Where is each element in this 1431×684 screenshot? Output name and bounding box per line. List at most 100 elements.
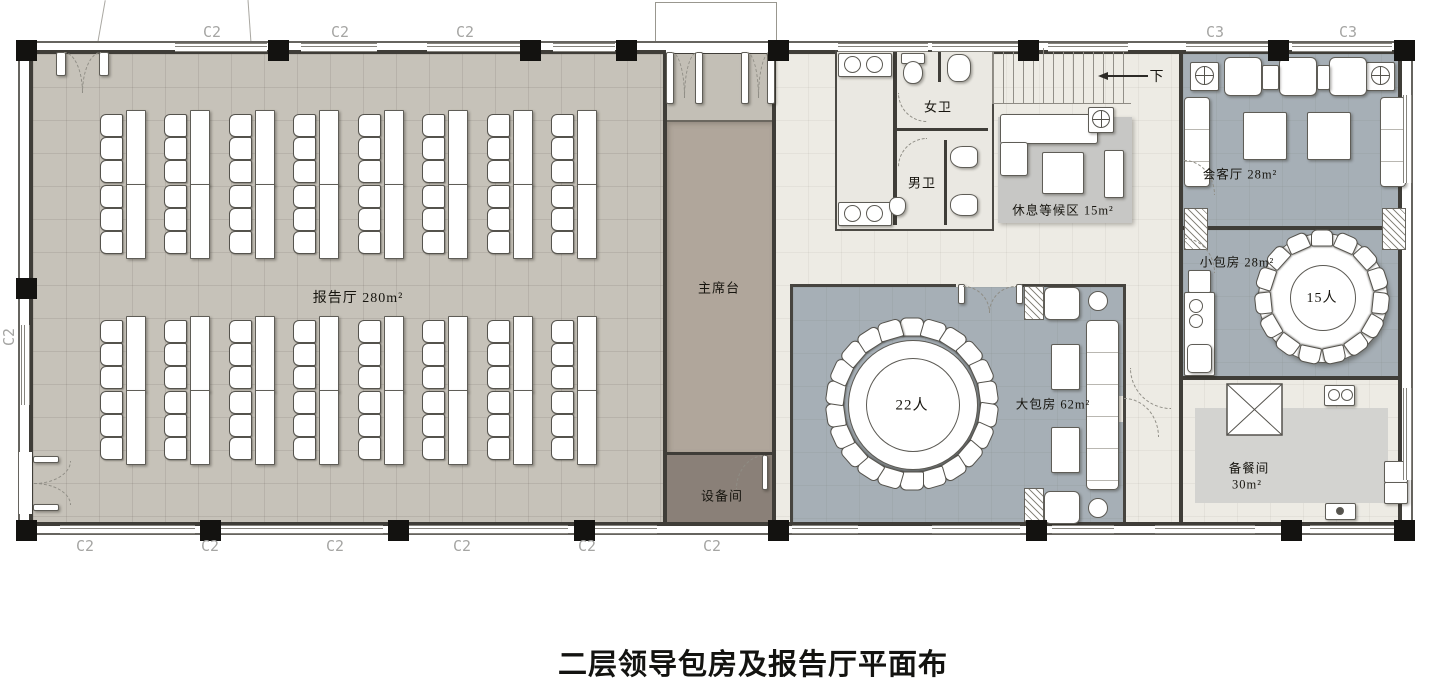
lecture-table xyxy=(190,316,210,392)
lecture-chair xyxy=(422,366,445,389)
reception-label: 会客厅 28m² xyxy=(1202,167,1278,182)
column xyxy=(1394,40,1415,61)
lecture-chair xyxy=(229,185,252,208)
toilet-fixture xyxy=(950,146,978,168)
lecture-chair xyxy=(100,391,123,414)
side-table xyxy=(1104,150,1124,198)
drain xyxy=(1336,507,1344,515)
stairs-down-label: 下 xyxy=(1149,70,1165,85)
lecture-chair xyxy=(293,391,316,414)
lecture-table xyxy=(384,184,404,259)
lecture-chair xyxy=(229,366,252,389)
lecture-table xyxy=(126,184,146,259)
plant-icon xyxy=(1195,66,1214,85)
window xyxy=(1403,388,1412,480)
sink-basin xyxy=(844,56,861,73)
lecture-chair xyxy=(100,366,123,389)
lecture-chair xyxy=(551,231,574,254)
lecture-chair xyxy=(551,414,574,437)
window xyxy=(400,525,568,534)
lecture-table xyxy=(319,110,339,186)
lecture-table xyxy=(255,390,275,465)
sofa xyxy=(1086,320,1119,490)
armchair xyxy=(1044,491,1080,524)
column xyxy=(388,520,409,541)
toilet-fixture xyxy=(950,194,978,216)
lecture-chair xyxy=(293,414,316,437)
dining-chair xyxy=(1311,229,1333,247)
door-leaf xyxy=(33,504,59,511)
column xyxy=(1281,520,1302,541)
lecture-chair xyxy=(487,137,510,160)
axis-label-top: C3 xyxy=(1205,23,1225,41)
lecture-chair xyxy=(358,366,381,389)
side-table xyxy=(1188,270,1211,293)
lecture-chair xyxy=(229,437,252,460)
lecture-chair xyxy=(487,320,510,343)
lecture-table xyxy=(190,390,210,465)
lecture-table xyxy=(448,316,468,392)
burner xyxy=(1341,389,1353,401)
lecture-chair xyxy=(422,137,445,160)
lecture-chair xyxy=(487,114,510,137)
lecture-table xyxy=(126,316,146,392)
lecture-table xyxy=(255,184,275,259)
lecture-chair xyxy=(422,185,445,208)
lecture-chair xyxy=(422,437,445,460)
wall-toilet-mid xyxy=(895,128,988,131)
column xyxy=(1268,40,1289,61)
column xyxy=(1018,40,1039,61)
lecture-chair xyxy=(229,391,252,414)
dining-table-inner xyxy=(866,358,960,452)
lecture-chair xyxy=(100,185,123,208)
lecture-chair xyxy=(293,137,316,160)
wall-stage-left xyxy=(663,50,667,524)
lecture-chair xyxy=(100,437,123,460)
lecture-chair xyxy=(422,343,445,366)
lecture-chair xyxy=(164,320,187,343)
lecture-table xyxy=(448,390,468,465)
lecture-chair xyxy=(551,366,574,389)
lecture-chair xyxy=(293,320,316,343)
armchair xyxy=(1329,57,1367,96)
window xyxy=(838,43,928,52)
lecture-table xyxy=(126,390,146,465)
lecture-chair xyxy=(164,160,187,183)
lecture-chair xyxy=(487,391,510,414)
lecture-chair xyxy=(358,231,381,254)
column xyxy=(268,40,289,61)
lecture-table xyxy=(319,316,339,392)
column xyxy=(616,40,637,61)
lecture-table xyxy=(577,110,597,186)
window xyxy=(60,525,195,534)
leader-line xyxy=(97,0,106,43)
wall-reception-small-divider xyxy=(1183,226,1402,230)
column xyxy=(1026,520,1047,541)
axis-label-bottom: C2 xyxy=(200,537,220,555)
lecture-chair xyxy=(551,391,574,414)
column xyxy=(200,520,221,541)
column xyxy=(1394,520,1415,541)
lecture-chair xyxy=(422,160,445,183)
coffee-table xyxy=(1243,112,1287,160)
lecture-chair xyxy=(358,320,381,343)
leader-line xyxy=(247,0,252,43)
column xyxy=(16,278,37,299)
squat-toilet-fixture xyxy=(947,54,971,82)
window xyxy=(21,325,30,405)
column xyxy=(768,520,789,541)
lecture-chair xyxy=(551,114,574,137)
lecture-chair xyxy=(551,160,574,183)
sink-basin xyxy=(866,205,883,222)
down-arrow-icon xyxy=(1098,72,1108,80)
lecture-chair xyxy=(422,414,445,437)
axis-label-bottom: C2 xyxy=(75,537,95,555)
lecture-chair xyxy=(551,320,574,343)
armchair xyxy=(1044,287,1080,320)
large-room-label: 大包房 62m² xyxy=(1015,397,1091,412)
side-table-round xyxy=(1088,498,1108,518)
column xyxy=(16,40,37,61)
dumbwaiter-shaft xyxy=(1226,383,1283,436)
side-table xyxy=(1051,427,1080,473)
lecture-chair xyxy=(358,414,381,437)
